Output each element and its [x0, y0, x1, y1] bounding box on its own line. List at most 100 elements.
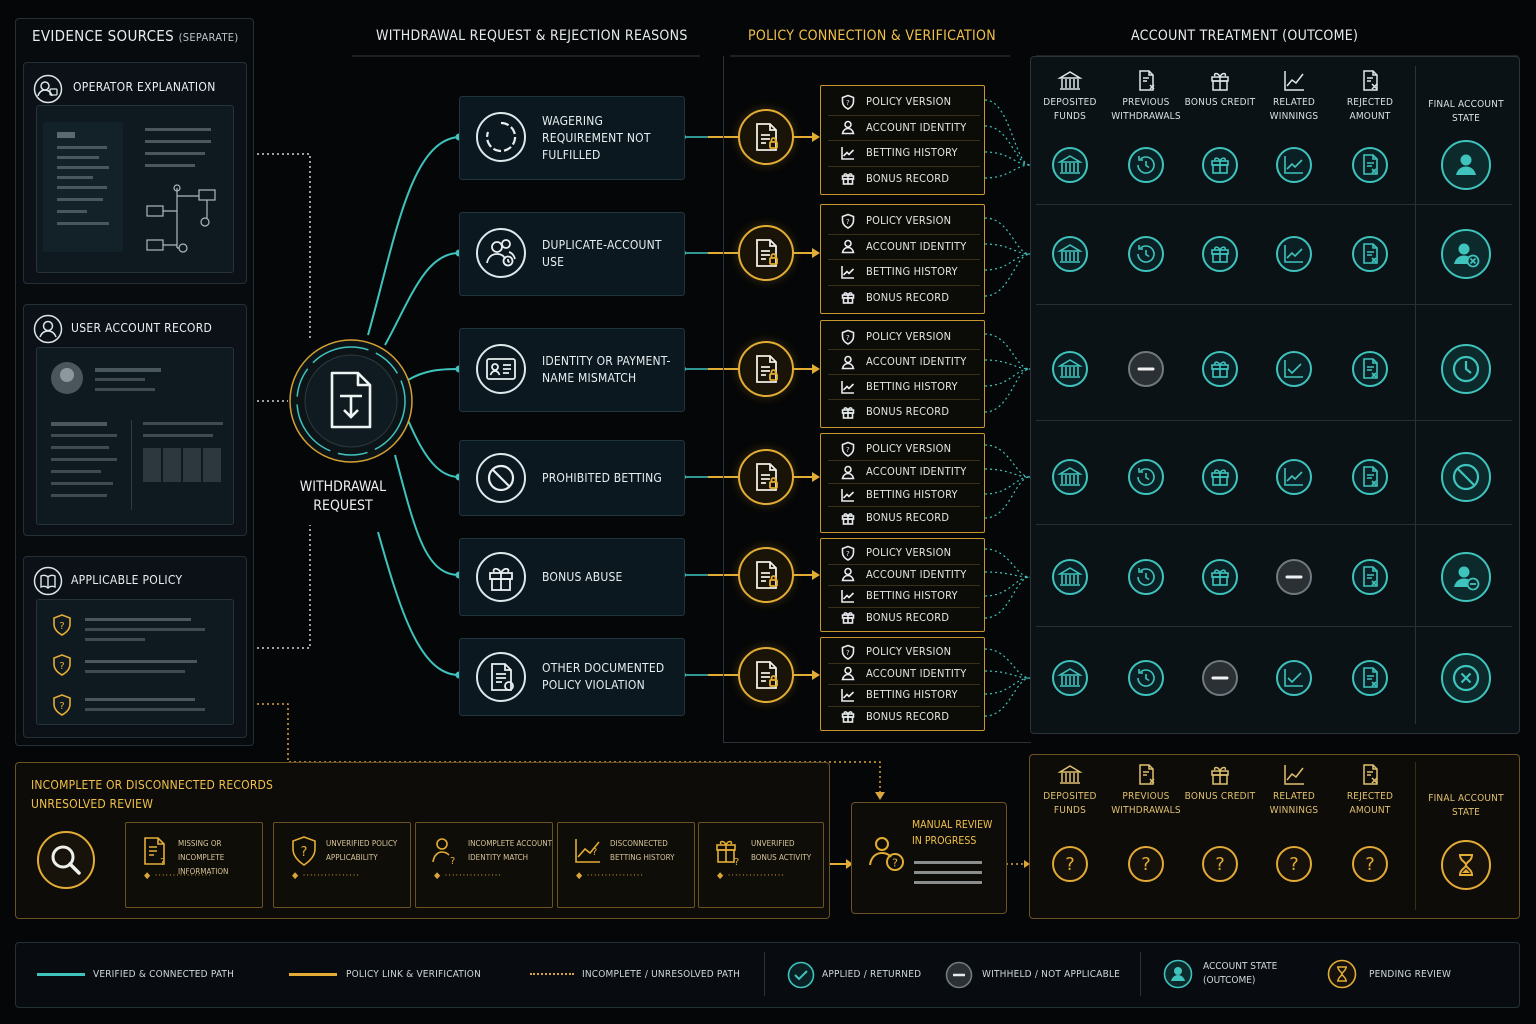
- policy-item-betting-history[interactable]: BETTING HISTORY: [828, 374, 980, 400]
- policy-item-bonus-record[interactable]: BONUS RECORD: [828, 399, 980, 424]
- incomplete-item[interactable]: ?MISSING OR INCOMPLETE INFORMATION◆ ····…: [125, 822, 263, 908]
- policy-item-betting-history[interactable]: BETTING HISTORY: [828, 585, 980, 608]
- reason-wagering[interactable]: WAGERING REQUIREMENT NOT FULFILLED: [459, 96, 685, 180]
- legend-pending: PENDING REVIEW: [1369, 969, 1452, 980]
- bank-icon: [1052, 660, 1088, 696]
- svg-text:?: ?: [846, 649, 850, 657]
- treatment-final-divider: [1415, 66, 1416, 724]
- incomplete-item-placeholder: ◆ ················: [717, 871, 785, 881]
- treatment-panel: [1030, 56, 1520, 734]
- policy-item-policy-version[interactable]: ?POLICY VERSION: [828, 641, 980, 664]
- withdrawal-request-hub[interactable]: [288, 338, 414, 464]
- treatment-column-label: RELATED WINNINGS: [1269, 97, 1319, 122]
- svg-text:?: ?: [450, 856, 455, 867]
- policy-item-bonus-record[interactable]: BONUS RECORD: [828, 607, 980, 629]
- policy-checklist: ?POLICY VERSION ACCOUNT IDENTITY BETTING H…: [820, 433, 985, 533]
- manual-review-card[interactable]: ? MANUAL REVIEW IN PROGRESS: [851, 802, 1007, 914]
- policy-item-betting-history[interactable]: BETTING HISTORY: [828, 259, 980, 286]
- betting-history-icon: [841, 380, 855, 394]
- manual-review-line1: MANUAL REVIEW: [912, 819, 993, 831]
- policy-item-account-identity[interactable]: ACCOUNT IDENTITY: [828, 234, 980, 260]
- policy-item-label: ACCOUNT IDENTITY: [866, 355, 967, 368]
- gift-icon: [1202, 147, 1238, 183]
- operator-explanation-card[interactable]: OPERATOR EXPLANATION: [23, 62, 247, 284]
- policy-item-label: ACCOUNT IDENTITY: [866, 239, 967, 253]
- shield-question-icon: ?: [53, 654, 71, 676]
- policy-item-account-identity[interactable]: ACCOUNT IDENTITY: [828, 115, 980, 141]
- policy-item-policy-version[interactable]: ?POLICY VERSION: [828, 89, 980, 116]
- policy-item-bonus-record[interactable]: BONUS RECORD: [828, 285, 980, 311]
- applicable-policy-title: APPLICABLE POLICY: [71, 573, 183, 587]
- policy-item-betting-history[interactable]: BETTING HISTORY: [828, 140, 980, 167]
- pending-column-label: REJECTED AMOUNT: [1346, 791, 1394, 816]
- incomplete-item-placeholder: ◆ ················: [576, 871, 644, 881]
- policy-item-label: BETTING HISTORY: [866, 146, 958, 160]
- incomplete-item[interactable]: ?UNVERIFIED BONUS ACTIVITY◆ ············…: [698, 822, 824, 908]
- minus-icon: [1202, 660, 1238, 696]
- treatment-column-header: REJECTED AMOUNT: [1330, 68, 1410, 124]
- history-icon: [1128, 660, 1164, 696]
- account-identity-icon: [841, 120, 855, 135]
- incomplete-item[interactable]: ?DISCONNECTED BETTING HISTORY◆ ·········…: [557, 822, 695, 908]
- final-state-user-minus-icon: [1441, 552, 1491, 602]
- policy-item-account-identity[interactable]: ACCOUNT IDENTITY: [828, 663, 980, 685]
- final-state-clock-icon: [1441, 344, 1491, 394]
- svg-text:?: ?: [301, 845, 308, 860]
- legend-withheld: WITHHELD / NOT APPLICABLE: [982, 969, 1121, 980]
- policy-item-label: POLICY VERSION: [866, 546, 952, 560]
- policy-item-account-identity[interactable]: ACCOUNT IDENTITY: [828, 349, 980, 375]
- final-state-prohibited-icon: [1441, 452, 1491, 502]
- reason-label: PROHIBITED BETTING: [542, 470, 662, 485]
- svg-text:?: ?: [734, 857, 739, 867]
- id-card-icon: [476, 344, 526, 394]
- user-account-record-card[interactable]: USER ACCOUNT RECORD: [23, 304, 247, 536]
- legend-incomplete-swatch: [530, 973, 574, 975]
- reason-prohibited-betting[interactable]: PROHIBITED BETTING: [459, 440, 685, 516]
- reason-identity-mismatch[interactable]: IDENTITY OR PAYMENT-NAME MISMATCH: [459, 328, 685, 412]
- policy-document-icon: [738, 109, 794, 165]
- policy-item-policy-version[interactable]: ? POLICY VERSION: [828, 542, 980, 565]
- bonus-record-icon: [841, 512, 855, 525]
- policy-document-icon: [738, 225, 794, 281]
- policy-item-account-identity[interactable]: ACCOUNT IDENTITY: [828, 564, 980, 586]
- applicable-policy-card[interactable]: APPLICABLE POLICY ? ? ?: [23, 556, 247, 738]
- policy-item-bonus-record[interactable]: BONUS RECORD: [828, 166, 980, 192]
- history-icon: [1106, 762, 1186, 788]
- svg-text:?: ?: [160, 857, 165, 867]
- incomplete-item-placeholder: ◆ ················: [144, 871, 212, 881]
- reason-bonus-abuse[interactable]: BONUS ABUSE: [459, 538, 685, 616]
- bonus-record-icon: [841, 711, 855, 724]
- policy-item-betting-history[interactable]: BETTING HISTORY: [828, 684, 980, 707]
- minus-icon: [945, 961, 973, 989]
- minus-icon: [1276, 559, 1312, 595]
- reason-duplicate-account[interactable]: DUPLICATE-ACCOUNT USE: [459, 212, 685, 296]
- treatment-column-header: RELATED WINNINGS: [1254, 68, 1334, 124]
- policy-item-label: BONUS RECORD: [866, 709, 950, 723]
- policy-document-icon: [738, 547, 794, 603]
- policy-version-icon: ?: [841, 545, 855, 561]
- treatment-column-header: DEPOSITED FUNDS: [1030, 68, 1110, 124]
- legend-policy-swatch: [289, 973, 337, 976]
- incomplete-item[interactable]: ?INCOMPLETE ACCOUNT IDENTITY MATCH◆ ····…: [415, 822, 553, 908]
- incomplete-title: INCOMPLETE OR DISCONNECTED RECORDS UNRES…: [31, 776, 273, 814]
- incomplete-item[interactable]: ?UNVERIFIED POLICY APPLICABILITY◆ ······…: [273, 822, 411, 908]
- treatment-column-label: REJECTED AMOUNT: [1346, 97, 1394, 122]
- policy-item-policy-version[interactable]: ?POLICY VERSION: [828, 208, 980, 235]
- policy-item-betting-history[interactable]: BETTING HISTORY: [828, 483, 980, 507]
- minus-icon: [1128, 351, 1164, 387]
- evidence-sources-subtitle: (SEPARATE): [178, 31, 239, 44]
- rejected-doc-icon: [1352, 559, 1388, 595]
- policy-item-bonus-record[interactable]: BONUS RECORD: [828, 706, 980, 728]
- policy-item-label: BONUS RECORD: [866, 511, 950, 524]
- svg-text:?: ?: [59, 621, 64, 632]
- policy-item-bonus-record[interactable]: BONUS RECORD: [828, 506, 980, 529]
- policy-item-account-identity[interactable]: ACCOUNT IDENTITY: [828, 460, 980, 484]
- account-identity-icon: [841, 239, 855, 254]
- policy-item-label: ACCOUNT IDENTITY: [866, 465, 967, 478]
- policy-item-policy-version[interactable]: ?POLICY VERSION: [828, 437, 980, 461]
- hourglass-icon: [1327, 959, 1357, 989]
- policy-item-policy-version[interactable]: ?POLICY VERSION: [828, 324, 980, 350]
- question-icon: ?: [1276, 846, 1312, 882]
- reason-other-violation[interactable]: OTHER DOCUMENTED POLICY VIOLATION: [459, 638, 685, 716]
- treatment-column-label: DEPOSITED FUNDS: [1043, 97, 1097, 122]
